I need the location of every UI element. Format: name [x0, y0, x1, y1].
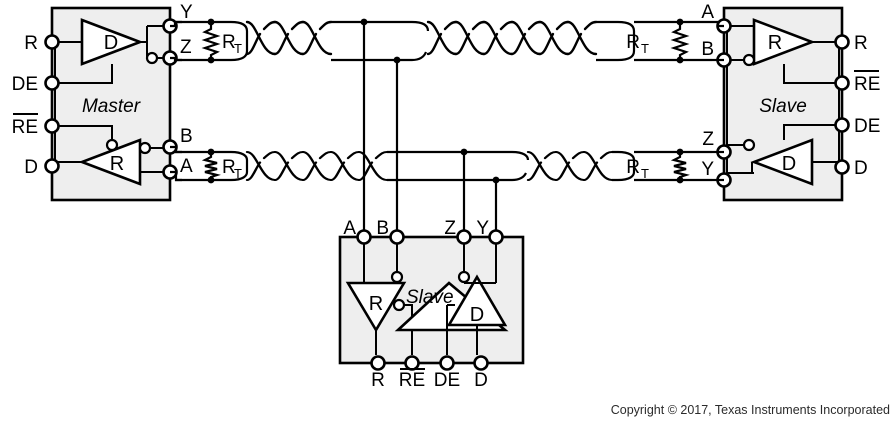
slave-bottom-pin-label-re: RE	[399, 370, 425, 391]
rt-master-bottom-label: R	[222, 157, 236, 178]
slave-bottom-pin-rout[interactable]	[370, 355, 386, 371]
slave-right-pin-label-a: A	[701, 2, 714, 23]
slave-right-pin-label-de: DE	[854, 116, 880, 137]
master-block[interactable]: D R Master R DE RE D Y Z B A	[12, 2, 193, 202]
slave-right-pin-label-re: RE	[854, 74, 880, 95]
slave-bottom-pin-z[interactable]	[456, 229, 472, 245]
slave-bottom-pin-label-b: B	[376, 218, 389, 239]
slave-right-pin-rout[interactable]	[834, 34, 850, 50]
slave-bottom-pin-d[interactable]	[473, 355, 489, 371]
rt-slave-top-sub: T	[641, 41, 649, 56]
rt-slave-bottom-sub: T	[641, 166, 649, 181]
slave-right-receiver-label: R	[768, 32, 782, 54]
slave-bottom-pin-label-y: Y	[476, 218, 489, 239]
master-pin-label-z: Z	[180, 37, 192, 58]
master-receiver-label: R	[110, 153, 124, 175]
slave-bottom-block[interactable]: R D Slave A B Z Y R RE DE D	[338, 218, 525, 391]
rt-slave-bottom-label: R	[626, 157, 640, 178]
slave-bottom-driver-label: D	[470, 304, 484, 326]
slave-bottom-receiver-label: R	[369, 293, 383, 315]
junction-dot-b	[393, 56, 401, 64]
master-driver-label: D	[104, 32, 118, 54]
slave-right-pin-label-d: D	[854, 158, 868, 179]
terminator-rt-slave-bottom: R T	[626, 148, 690, 184]
master-pin-label-re: RE	[12, 117, 38, 138]
master-pin-label-r: R	[24, 33, 38, 54]
slave-bottom-pin-de[interactable]	[439, 355, 455, 371]
slave-bottom-pin-a[interactable]	[356, 229, 372, 245]
slave-bottom-pin-b[interactable]	[389, 229, 405, 245]
slave-bottom-pin-re[interactable]	[404, 355, 420, 371]
junction-dot-a	[360, 18, 368, 26]
master-pin-de[interactable]	[44, 75, 60, 91]
slave-bottom-pin-label-de: DE	[434, 370, 460, 391]
terminator-rt-slave-top: R T	[626, 18, 690, 64]
rt-master-top-label: R	[222, 32, 236, 53]
slave-right-block[interactable]: R D Slave A B Z Y R RE DE D	[701, 2, 880, 202]
master-title: Master	[82, 96, 141, 117]
slave-right-pin-label-r: R	[854, 33, 868, 54]
slave-bottom-title: Slave	[406, 287, 454, 308]
slave-right-pin-de[interactable]	[834, 117, 850, 133]
slave-right-driver-label: D	[782, 153, 796, 175]
slave-bottom-pin-y[interactable]	[488, 229, 504, 245]
copyright-notice: Copyright © 2017, Texas Instruments Inco…	[611, 403, 890, 417]
slave-bottom-pin-label-r: R	[371, 370, 385, 391]
slave-bottom-pin-label-z: Z	[444, 218, 456, 239]
rt-master-bottom-sub: T	[234, 166, 242, 181]
terminator-rt-master-bottom: R T	[201, 148, 242, 184]
slave-right-pin-re[interactable]	[834, 75, 850, 91]
master-pin-label-a: A	[180, 156, 193, 177]
slave-right-title: Slave	[759, 96, 807, 117]
upper-twisted-pair	[175, 20, 712, 62]
slave-bottom-pin-label-a: A	[343, 218, 356, 239]
master-pin-label-d: D	[24, 157, 38, 178]
slave-right-pin-d[interactable]	[834, 159, 850, 175]
terminator-rt-master-top: R T	[201, 18, 242, 64]
master-pin-label-y: Y	[180, 2, 193, 23]
master-pin-r[interactable]	[44, 34, 60, 50]
master-pin-label-de: DE	[12, 74, 38, 95]
junction-dot-z	[460, 148, 468, 156]
master-pin-re[interactable]	[44, 118, 60, 134]
master-pin-label-b: B	[180, 126, 193, 147]
bus-drop-lines	[360, 18, 500, 237]
slave-right-pin-label-y: Y	[701, 159, 714, 180]
slave-right-pin-label-z: Z	[702, 129, 714, 150]
slave-right-pin-label-b: B	[701, 39, 714, 60]
rt-master-top-sub: T	[234, 41, 242, 56]
junction-dot-y	[492, 176, 500, 184]
master-pin-d[interactable]	[44, 158, 60, 174]
rt-slave-top-label: R	[626, 32, 640, 53]
slave-bottom-pin-label-d: D	[474, 370, 488, 391]
